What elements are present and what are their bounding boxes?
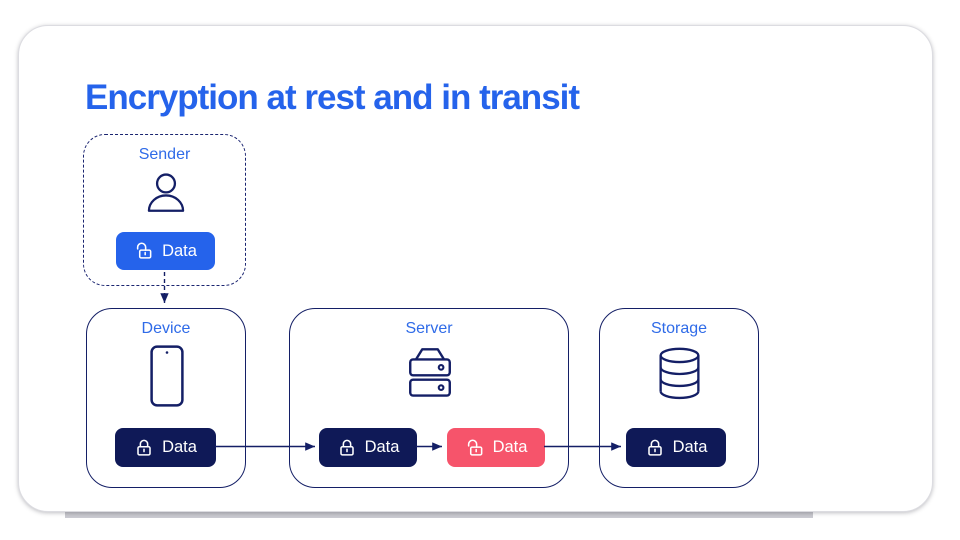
next-slide-edge xyxy=(65,508,813,518)
node-sender: Sender Data xyxy=(83,134,246,286)
badge-label: Data xyxy=(364,438,400,456)
locked-lock-icon xyxy=(647,439,662,456)
server-decrypted-data-badge: Data xyxy=(447,428,545,467)
storage-data-badge: Data xyxy=(626,428,726,467)
node-server: Server Data xyxy=(289,308,569,488)
storage-label: Storage xyxy=(650,320,708,337)
node-storage: Storage xyxy=(599,308,759,488)
unlocked-lock-icon xyxy=(136,242,152,259)
slide-card: Encryption at rest and in transit Sender xyxy=(18,25,933,512)
locked-lock-icon xyxy=(137,439,151,456)
unlocked-lock-icon xyxy=(467,439,482,456)
device-data-badge: Data xyxy=(115,428,216,467)
node-device: Device Data xyxy=(86,308,246,488)
locked-lock-icon xyxy=(339,439,354,456)
server-label: Server xyxy=(405,320,453,337)
sender-data-badge: Data xyxy=(116,232,215,270)
sender-label: Sender xyxy=(138,146,191,163)
badge-label: Data xyxy=(492,438,528,456)
server-icon xyxy=(409,348,451,397)
person-icon xyxy=(147,173,184,212)
badge-label: Data xyxy=(672,438,708,456)
badge-label: Data xyxy=(162,241,197,260)
database-icon xyxy=(659,347,700,400)
server-encrypted-data-badge: Data xyxy=(319,428,417,467)
slide-title: Encryption at rest and in transit xyxy=(85,78,580,117)
phone-icon xyxy=(150,345,184,407)
device-label: Device xyxy=(141,320,191,337)
badge-label: Data xyxy=(162,438,197,456)
